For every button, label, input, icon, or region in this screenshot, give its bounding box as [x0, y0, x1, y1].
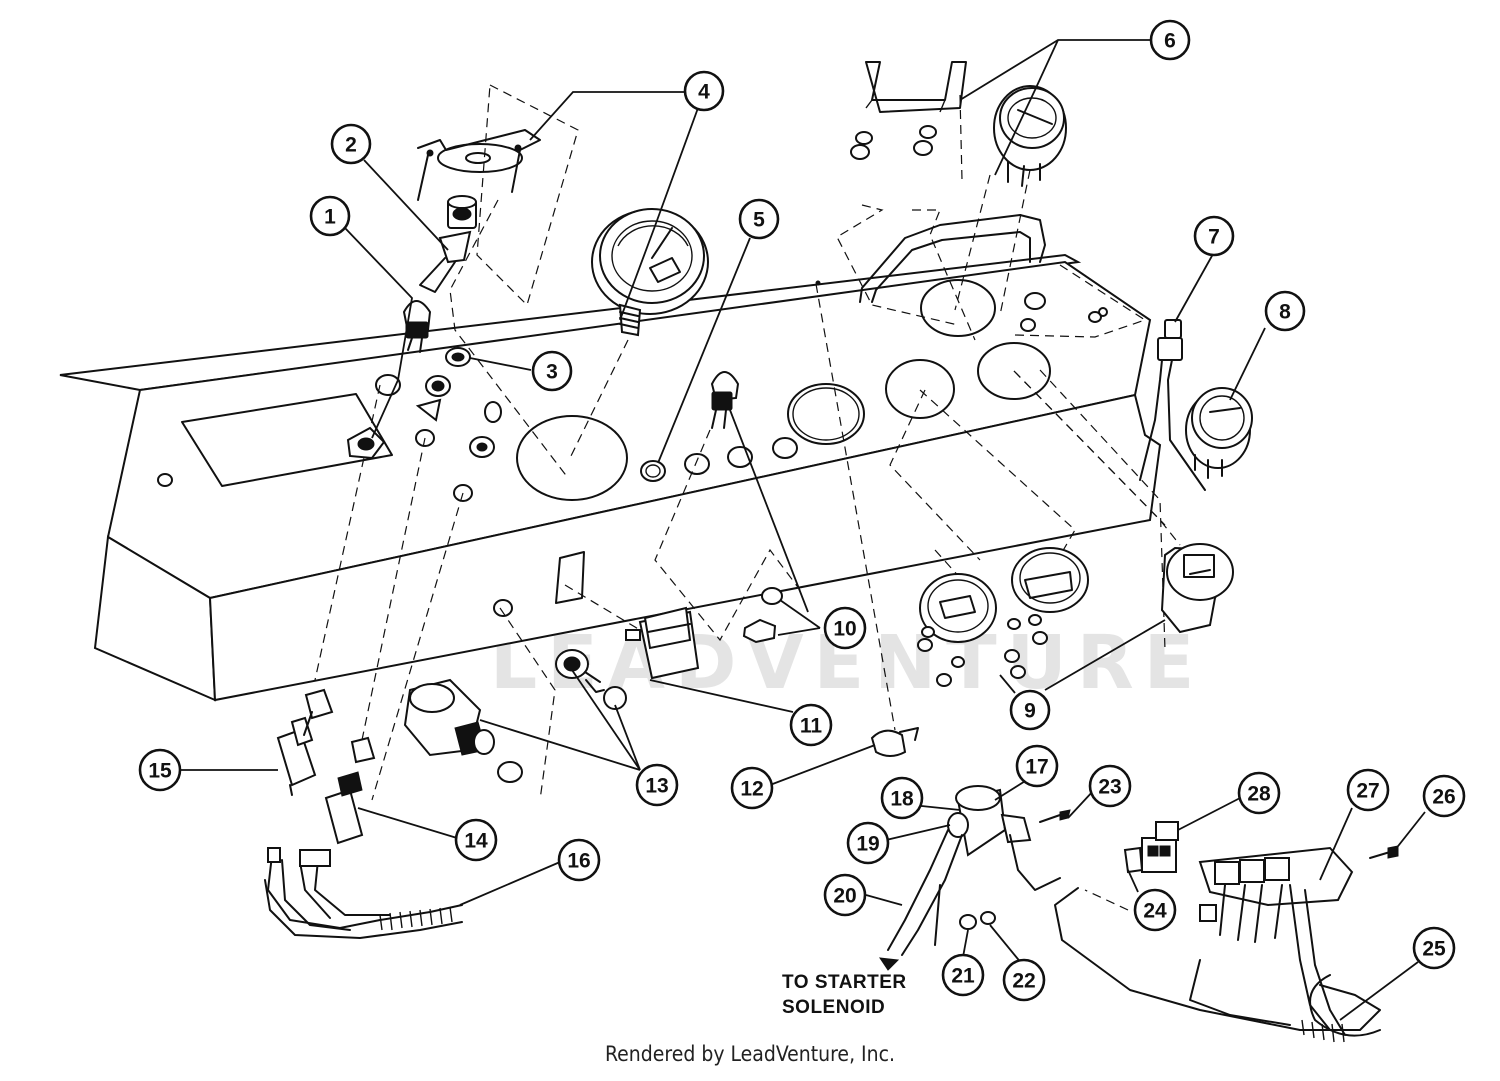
part-27-fuse-block	[1198, 846, 1354, 943]
part-9-gauges	[917, 543, 1234, 687]
svg-text:16: 16	[567, 850, 590, 873]
svg-text:28: 28	[1247, 783, 1271, 806]
part-2-knob	[419, 195, 477, 293]
svg-text:11: 11	[800, 715, 823, 738]
part-12-clip	[870, 727, 919, 757]
svg-text:13: 13	[645, 775, 668, 798]
callout-15: 15	[138, 748, 182, 792]
callout-16: 16	[557, 838, 601, 882]
callout-4: 4	[683, 70, 725, 112]
part-16-harness	[264, 847, 463, 939]
footer-credit: Rendered by LeadVenture, Inc.	[605, 1042, 895, 1066]
svg-text:7: 7	[1208, 226, 1220, 249]
svg-text:27: 27	[1356, 780, 1379, 803]
callout-21: 21	[941, 953, 985, 997]
part-15-toggle	[276, 688, 334, 796]
starter-solenoid-note: TO STARTER SOLENOID	[782, 972, 907, 1018]
callout-5: 5	[738, 198, 780, 240]
part-10-bulb	[710, 371, 783, 644]
svg-text:17: 17	[1025, 756, 1048, 779]
svg-text:23: 23	[1098, 776, 1121, 799]
svg-text:4: 4	[698, 81, 710, 104]
part-17-solenoid	[947, 785, 1071, 891]
callout-6: 6	[1149, 19, 1191, 61]
svg-text:21: 21	[951, 965, 975, 988]
svg-text:26: 26	[1432, 786, 1455, 809]
svg-text:9: 9	[1024, 700, 1036, 723]
part-4-gauge	[591, 208, 709, 337]
callout-10: 10	[823, 606, 867, 650]
callout-2: 2	[330, 123, 372, 165]
part-28-relay	[1141, 821, 1179, 873]
callout-19: 19	[846, 821, 890, 865]
part-3-fasteners	[346, 347, 502, 460]
leader-lines	[178, 39, 1426, 1021]
callout-9: 9	[1009, 689, 1051, 731]
callout-14: 14	[454, 818, 498, 862]
svg-text:5: 5	[753, 209, 765, 232]
svg-text:25: 25	[1422, 938, 1446, 961]
callout-24: 24	[1133, 888, 1177, 932]
svg-text:3: 3	[546, 361, 558, 384]
part-6-gauge	[850, 61, 1067, 187]
part-7-sender	[1139, 319, 1206, 491]
part-13-key-switch	[403, 649, 627, 783]
panel-cutout	[181, 393, 393, 487]
gauge-hole-9a	[885, 359, 955, 419]
callout-8: 8	[1264, 290, 1306, 332]
callout-27: 27	[1346, 768, 1390, 812]
svg-text:8: 8	[1279, 301, 1291, 324]
callout-18: 18	[880, 776, 924, 820]
part-24-25-harness	[1054, 846, 1381, 1043]
part-21-22-nuts	[959, 911, 996, 930]
gauge-hole-4	[516, 415, 628, 501]
gauge-hole-6	[920, 279, 996, 337]
callout-17: 17	[1015, 744, 1059, 788]
svg-text:1: 1	[324, 206, 336, 229]
part-20-cable	[878, 829, 963, 971]
svg-text:19: 19	[856, 833, 879, 856]
panel-lower-face	[208, 393, 1162, 702]
part-1-bulb	[402, 300, 432, 353]
part-11-rocker-switch	[625, 606, 700, 680]
svg-text:2: 2	[345, 134, 357, 157]
gauge-hole-9b	[977, 342, 1051, 400]
callout-23: 23	[1088, 764, 1132, 808]
note-line-1: TO STARTER	[782, 972, 907, 993]
svg-text:24: 24	[1143, 900, 1167, 923]
callout-3: 3	[531, 350, 573, 392]
note-line-2: SOLENOID	[782, 997, 885, 1018]
callout-26: 26	[1422, 774, 1466, 818]
part-8-gauge	[1185, 387, 1253, 479]
callout-1: 1	[309, 195, 351, 237]
callout-7: 7	[1193, 215, 1235, 257]
callout-22: 22	[1002, 958, 1046, 1002]
part-26-screw	[1369, 845, 1399, 859]
callout-13: 13	[635, 763, 679, 807]
part-2-bracket	[417, 129, 541, 201]
callout-28: 28	[1237, 771, 1281, 815]
svg-text:10: 10	[833, 618, 856, 641]
svg-text:6: 6	[1164, 30, 1176, 53]
svg-text:15: 15	[148, 760, 172, 783]
svg-text:20: 20	[833, 885, 856, 908]
part-14-toggle	[324, 736, 376, 845]
svg-text:12: 12	[740, 778, 763, 801]
callout-25: 25	[1412, 926, 1456, 970]
panel-top-lip	[59, 253, 1082, 392]
callout-12: 12	[730, 766, 774, 810]
callout-20: 20	[823, 873, 867, 917]
dash-panel	[59, 214, 1162, 702]
switch-cutout	[555, 551, 585, 604]
svg-text:18: 18	[890, 788, 914, 811]
svg-text:14: 14	[464, 830, 488, 853]
svg-text:22: 22	[1012, 970, 1035, 993]
callout-11: 11	[789, 703, 833, 747]
handle-rod	[859, 214, 1046, 303]
